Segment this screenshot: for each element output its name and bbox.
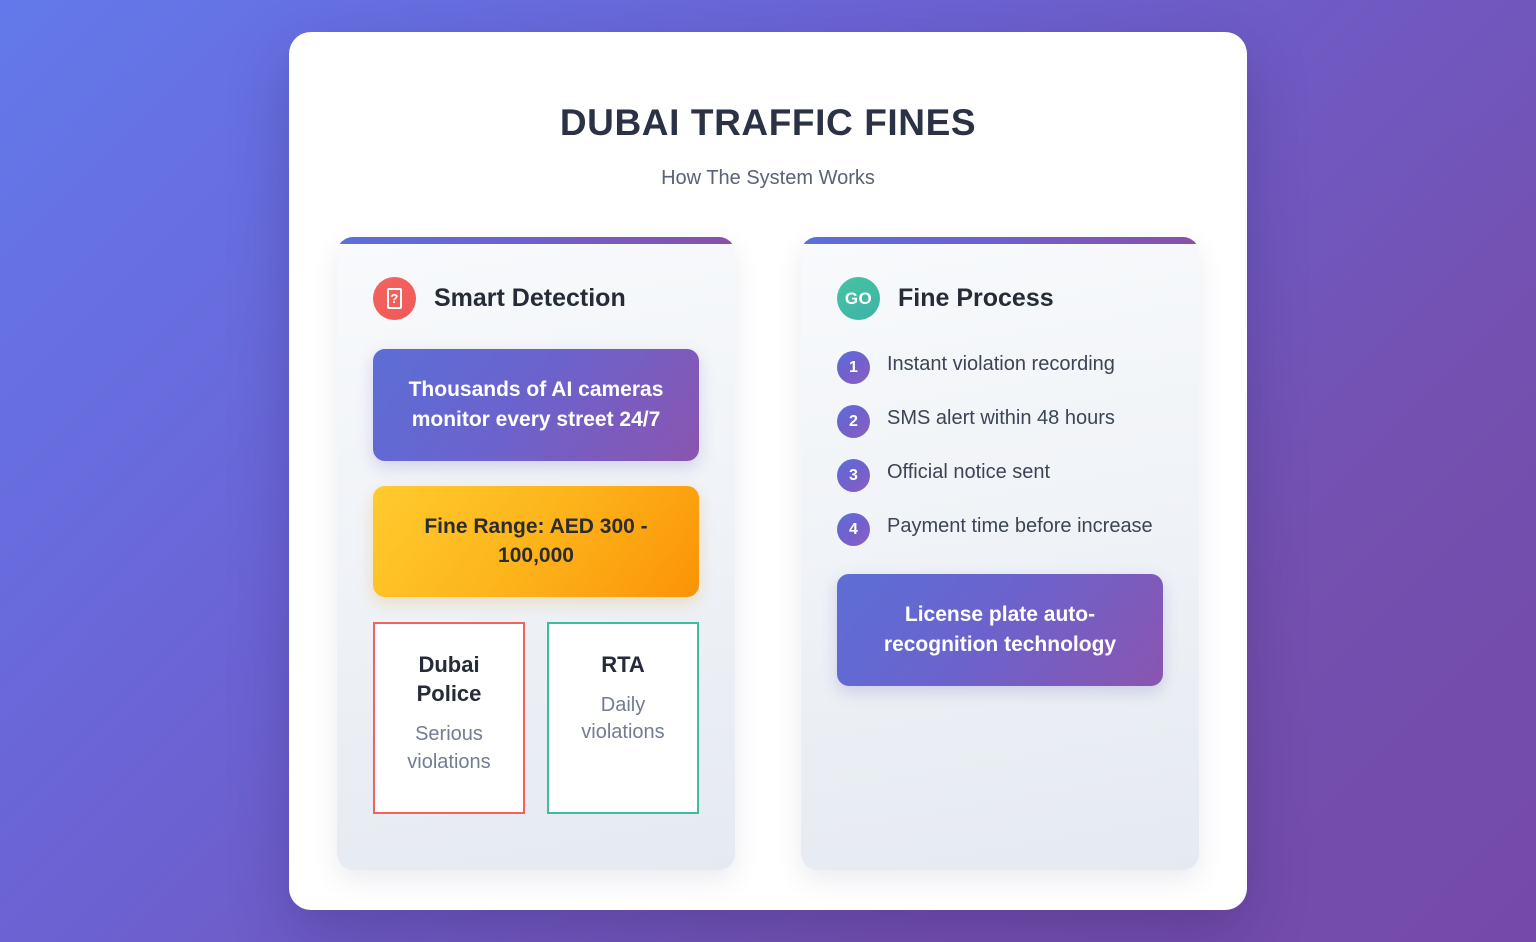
- go-badge-icon: GO: [837, 277, 880, 320]
- agency-card-rta: RTA Daily violations: [547, 622, 699, 815]
- panel-accent-bar: [801, 237, 1199, 244]
- panel-fine-process: GO Fine Process 1 Instant violation reco…: [801, 237, 1199, 870]
- page-title: DUBAI TRAFFIC FINES: [559, 102, 977, 143]
- agency-card-dubai-police: Dubai Police Serious violations: [373, 622, 525, 815]
- step-number-badge: 2: [837, 405, 870, 438]
- step-label: SMS alert within 48 hours: [887, 407, 1115, 429]
- step-label: Payment time before increase: [887, 515, 1153, 537]
- panel-header-fine-process: GO Fine Process: [837, 277, 1163, 320]
- step-label: Instant violation recording: [887, 353, 1115, 375]
- panel-title-fine-process: Fine Process: [898, 284, 1054, 312]
- agency-row: Dubai Police Serious violations RTA Dail…: [373, 622, 699, 815]
- step-number-badge: 1: [837, 351, 870, 384]
- list-item: 2 SMS alert within 48 hours: [837, 403, 1163, 438]
- agency-description: Daily violations: [581, 694, 665, 744]
- page-subtitle: How The System Works: [661, 167, 875, 189]
- list-item: 1 Instant violation recording: [837, 349, 1163, 384]
- fine-range-callout: Fine Range: AED 300 - 100,000: [373, 485, 699, 598]
- panel-header-smart-detection: ? Smart Detection: [373, 277, 699, 320]
- list-item: 4 Payment time before increase: [837, 511, 1163, 546]
- missing-glyph-icon: ?: [373, 277, 416, 320]
- ai-cameras-callout: Thousands of AI cameras monitor every st…: [373, 349, 699, 461]
- process-steps-list: 1 Instant violation recording 2 SMS aler…: [837, 349, 1163, 546]
- step-number-badge: 4: [837, 513, 870, 546]
- missing-glyph-box: ?: [387, 288, 402, 309]
- panel-title-smart-detection: Smart Detection: [434, 284, 626, 312]
- agency-name: RTA: [601, 652, 645, 678]
- step-number-badge: 3: [837, 459, 870, 492]
- license-plate-callout: License plate auto-recognition technolog…: [837, 574, 1163, 686]
- infographic-container: DUBAI TRAFFIC FINES How The System Works…: [289, 32, 1247, 910]
- panel-accent-bar: [337, 237, 735, 244]
- list-item: 3 Official notice sent: [837, 457, 1163, 492]
- panel-smart-detection: ? Smart Detection Thousands of AI camera…: [337, 237, 735, 870]
- panels-row: ? Smart Detection Thousands of AI camera…: [335, 237, 1201, 870]
- agency-name: Dubai Police: [416, 652, 482, 707]
- step-label: Official notice sent: [887, 461, 1051, 483]
- agency-description: Serious violations: [407, 723, 491, 773]
